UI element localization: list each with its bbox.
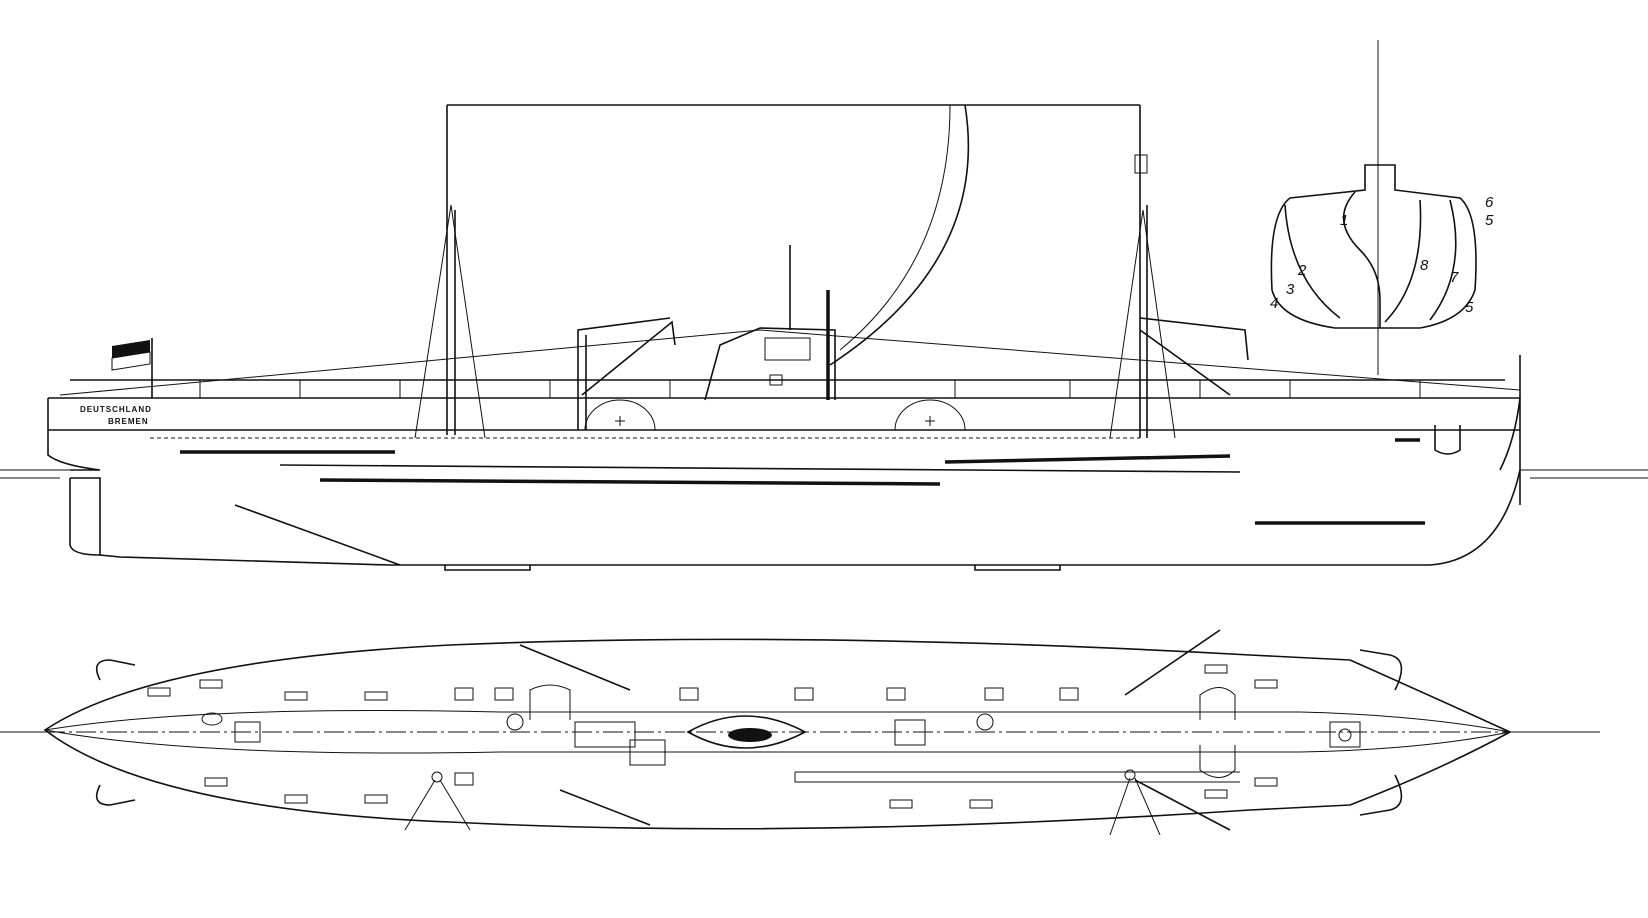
section-label: 3	[1286, 281, 1295, 298]
home-port-text: BREMEN	[108, 417, 149, 426]
midship-section: 1 2 3 4 5 5 6 7 8	[1270, 40, 1494, 375]
hull-name-text: DEUTSCHLAND	[80, 405, 152, 414]
section-label: 2	[1297, 262, 1307, 279]
section-label: 1	[1340, 212, 1348, 229]
aerial-lead	[829, 104, 970, 366]
aft-derrick	[1139, 317, 1249, 396]
section-label: 6	[1485, 194, 1494, 211]
section-label: 8	[1420, 257, 1429, 274]
side-profile: DEUTSCHLAND BREMEN	[47, 104, 1521, 571]
section-label: 4	[1270, 295, 1278, 312]
section-label: 5	[1465, 299, 1474, 316]
section-label: 5	[1485, 212, 1494, 229]
deck-casing	[47, 397, 1520, 471]
davits	[404, 629, 1231, 836]
section-label: 7	[1450, 269, 1459, 286]
conning-tower-plan	[686, 715, 807, 749]
plan-view	[43, 629, 1512, 836]
fore-derrick	[577, 317, 676, 430]
deck-outline	[43, 638, 1512, 830]
conning-tower	[704, 327, 836, 401]
pressure-hull	[70, 469, 1521, 566]
waterline	[0, 469, 1648, 733]
